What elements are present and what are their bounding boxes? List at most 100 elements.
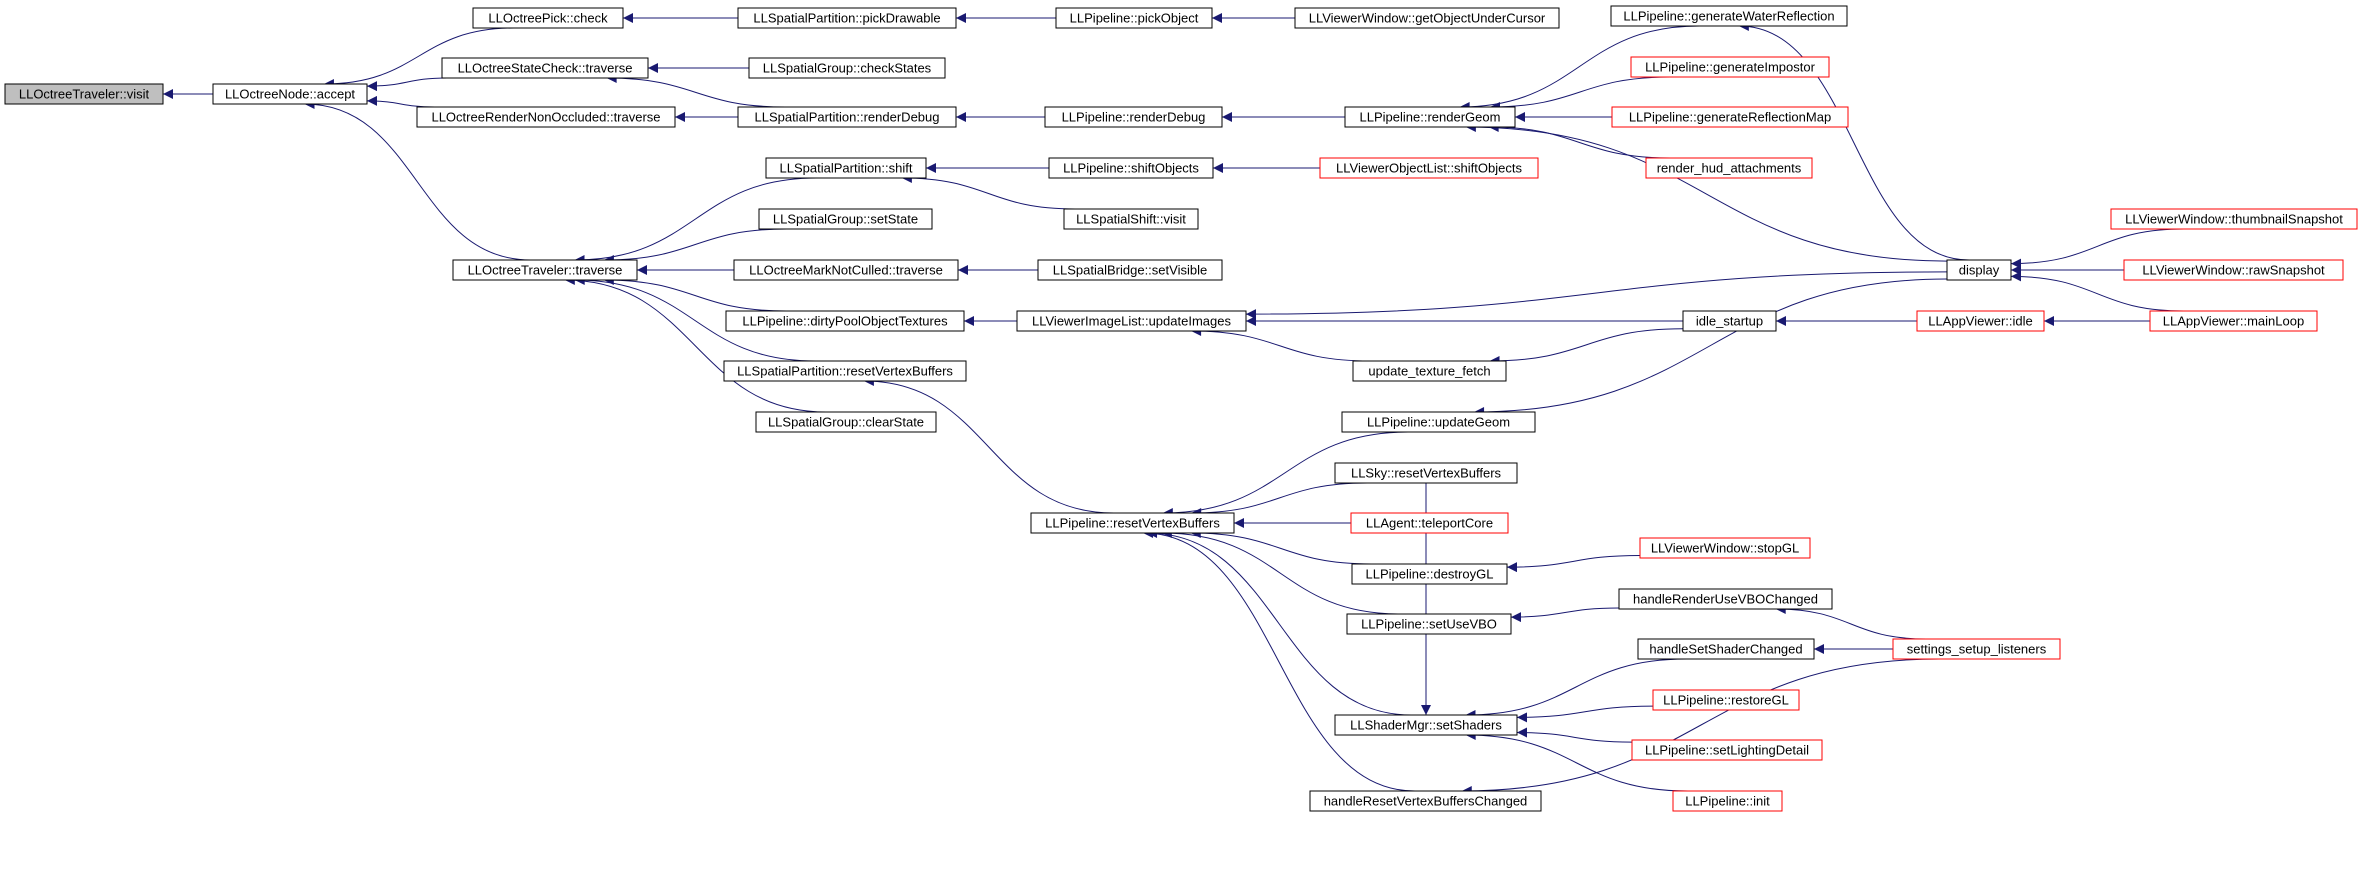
graph-node-update-texture-fetch[interactable]: update_texture_fetch	[1352, 360, 1507, 382]
graph-node-llviewerobjectlist-shiftobjects[interactable]: LLViewerObjectList::shiftObjects	[1319, 157, 1539, 179]
graph-node-llspatialpartition-renderdebug[interactable]: LLSpatialPartition::renderDebug	[737, 106, 957, 128]
graph-node-llpipeline-dirtypoolobjecttextures[interactable]: LLPipeline::dirtyPoolObjectTextures	[725, 310, 965, 332]
graph-node-llpipeline-rendergeom[interactable]: LLPipeline::renderGeom	[1344, 106, 1516, 128]
node-label: LLOctreeNode::accept	[225, 87, 355, 102]
node-label: LLSpatialPartition::renderDebug	[754, 110, 939, 125]
node-box	[2110, 208, 2358, 230]
node-box	[1652, 689, 1800, 711]
node-box	[1294, 7, 1560, 29]
graph-node-lloctreenode-accept[interactable]: LLOctreeNode::accept	[212, 83, 368, 105]
graph-node-handlesetshaderchanged[interactable]: handleSetShaderChanged	[1637, 638, 1815, 660]
graph-node-llviewerimagelist-updateimages[interactable]: LLViewerImageList::updateImages	[1016, 310, 1247, 332]
node-box	[1610, 5, 1848, 27]
node-label: LLViewerWindow::stopGL	[1651, 541, 1799, 556]
node-box	[737, 7, 957, 29]
node-label: LLOctreeMarkNotCulled::traverse	[749, 263, 943, 278]
node-label: LLPipeline::renderDebug	[1062, 110, 1206, 125]
graph-node-llspatialgroup-checkstates[interactable]: LLSpatialGroup::checkStates	[748, 57, 946, 79]
node-box	[1016, 310, 1247, 332]
node-label: LLPipeline::renderGeom	[1360, 110, 1501, 125]
call-edge-n17-to-n5	[574, 177, 817, 265]
graph-node-llspatialshift-visit[interactable]: LLSpatialShift::visit	[1063, 208, 1199, 230]
graph-node-lloctreestatecheck-traverse[interactable]: LLOctreeStateCheck::traverse	[441, 57, 649, 79]
graph-node-llpipeline-updategeom[interactable]: LLPipeline::updateGeom	[1341, 411, 1536, 433]
node-label: LLPipeline::generateWaterReflection	[1623, 9, 1834, 24]
graph-node-llspatialgroup-clearstate[interactable]: LLSpatialGroup::clearState	[755, 411, 937, 433]
graph-node-llspatialgroup-setstate[interactable]: LLSpatialGroup::setState	[758, 208, 933, 230]
call-edge-n34-to-n30	[2010, 271, 2184, 312]
graph-node-llpipeline-shiftobjects[interactable]: LLPipeline::shiftObjects	[1048, 157, 1214, 179]
graph-node-llshadermgr-setshaders[interactable]: LLShaderMgr::setShaders	[1334, 714, 1518, 736]
node-box	[1055, 7, 1213, 29]
node-label: idle_startup	[1696, 314, 1763, 329]
call-edge-n30-to-n35	[1474, 278, 1948, 417]
node-box	[1618, 588, 1833, 610]
graph-node-llspatialbridge-setvisible[interactable]: LLSpatialBridge::setVisible	[1037, 259, 1223, 281]
node-label: LLSpatialShift::visit	[1076, 212, 1186, 227]
call-edge-n29-to-n27	[1191, 326, 1370, 362]
node-box	[765, 157, 927, 179]
graph-node-handleresetvertexbufferschanged[interactable]: handleResetVertexBuffersChanged	[1309, 790, 1542, 812]
graph-node-llviewerwindow-thumbnailsnapshot[interactable]: LLViewerWindow::thumbnailSnapshot	[2110, 208, 2358, 230]
graph-node-llappviewer-idle[interactable]: LLAppViewer::idle	[1916, 310, 2045, 332]
node-box	[472, 7, 624, 29]
call-edge-n13-to-n12	[1459, 25, 1700, 112]
call-edge-n43-to-n45	[1465, 658, 1687, 720]
graph-node-lloctreetraveler-visit[interactable]: LLOctreeTraveler::visit	[4, 83, 164, 105]
node-label: LLViewerWindow::getObjectUnderCursor	[1309, 11, 1546, 26]
graph-node-llpipeline-pickobject[interactable]: LLPipeline::pickObject	[1055, 7, 1213, 29]
node-box	[723, 360, 967, 382]
node-label: LLPipeline::setUseVBO	[1361, 617, 1497, 632]
graph-node-llviewerwindow-rawsnapshot[interactable]: LLViewerWindow::rawSnapshot	[2123, 259, 2344, 281]
node-box	[4, 83, 164, 105]
node-label: LLAppViewer::idle	[1928, 314, 2033, 329]
graph-node-llpipeline-generateimpostor[interactable]: LLPipeline::generateImpostor	[1630, 56, 1830, 78]
graph-node-llpipeline-restoregl[interactable]: LLPipeline::restoreGL	[1652, 689, 1800, 711]
graph-node-render-hud-attachments[interactable]: render_hud_attachments	[1645, 157, 1813, 179]
node-box	[1350, 512, 1509, 534]
graph-node-llviewerwindow-getobjectundercursor[interactable]: LLViewerWindow::getObjectUnderCursor	[1294, 7, 1560, 29]
call-edge-n28-to-n29	[1489, 328, 1684, 366]
node-label: LLOctreeTraveler::visit	[19, 87, 150, 102]
graph-node-llviewerwindow-stopgl[interactable]: LLViewerWindow::stopGL	[1639, 537, 1811, 559]
call-edge-n36-to-n21	[863, 376, 1114, 514]
graph-node-lloctreepick-check[interactable]: LLOctreePick::check	[472, 7, 624, 29]
graph-node-llagent-teleportcore[interactable]: LLAgent::teleportCore	[1350, 512, 1509, 534]
call-edge-n42-to-n41	[1510, 607, 1620, 623]
graph-node-settings-setup-listeners[interactable]: settings_setup_listeners	[1892, 638, 2061, 660]
graph-node-lloctreerendernonoccluded-traverse[interactable]: LLOctreeRenderNonOccluded::traverse	[416, 106, 676, 128]
call-edge-n24-to-n17	[901, 173, 1076, 210]
graph-node-idle-startup[interactable]: idle_startup	[1682, 310, 1777, 332]
call-edge-n44-to-n49	[1461, 658, 1941, 796]
graph-node-handlerenderusevbochanged[interactable]: handleRenderUseVBOChanged	[1618, 588, 1833, 610]
graph-node-llspatialpartition-pickdrawable[interactable]: LLSpatialPartition::pickDrawable	[737, 7, 957, 29]
node-box	[1319, 157, 1539, 179]
graph-node-llappviewer-mainloop[interactable]: LLAppViewer::mainLoop	[2149, 310, 2318, 332]
graph-node-llspatialpartition-shift[interactable]: LLSpatialPartition::shift	[765, 157, 927, 179]
node-box	[725, 310, 965, 332]
graph-node-llpipeline-init[interactable]: LLPipeline::init	[1672, 790, 1783, 812]
graph-node-llpipeline-renderdebug[interactable]: LLPipeline::renderDebug	[1044, 106, 1223, 128]
graph-node-llspatialpartition-resetvertexbuffers[interactable]: LLSpatialPartition::resetVertexBuffers	[723, 360, 967, 382]
graph-node-llpipeline-generatewaterreflection[interactable]: LLPipeline::generateWaterReflection	[1610, 5, 1848, 27]
graph-node-lloctreemarknotculled-traverse[interactable]: LLOctreeMarkNotCulled::traverse	[733, 259, 959, 281]
graph-node-llpipeline-destroygl[interactable]: LLPipeline::destroyGL	[1351, 563, 1508, 585]
node-label: render_hud_attachments	[1657, 161, 1802, 176]
node-box	[1309, 790, 1542, 812]
graph-node-llsky-resetvertexbuffers[interactable]: LLSky::resetVertexBuffers	[1334, 462, 1518, 484]
node-label: LLShaderMgr::setShaders	[1350, 718, 1502, 733]
graph-node-llpipeline-generatereflectionmap[interactable]: LLPipeline::generateReflectionMap	[1611, 106, 1849, 128]
node-box	[2123, 259, 2344, 281]
node-label: LLSky::resetVertexBuffers	[1351, 466, 1502, 481]
graph-node-llpipeline-setusevbo[interactable]: LLPipeline::setUseVBO	[1346, 613, 1512, 635]
edge-layer	[163, 13, 2185, 796]
node-label: handleResetVertexBuffersChanged	[1324, 794, 1528, 809]
graph-node-llpipeline-resetvertexbuffers[interactable]: LLPipeline::resetVertexBuffers	[1030, 512, 1235, 534]
graph-node-display[interactable]: display	[1946, 259, 2012, 281]
node-label: LLSpatialGroup::setState	[773, 212, 918, 227]
node-box	[1334, 714, 1518, 736]
graph-node-llpipeline-setlightingdetail[interactable]: LLPipeline::setLightingDetail	[1631, 739, 1823, 761]
node-label: LLPipeline::destroyGL	[1366, 567, 1494, 582]
graph-node-lloctreetraveler-traverse[interactable]: LLOctreeTraveler::traverse	[452, 259, 638, 281]
